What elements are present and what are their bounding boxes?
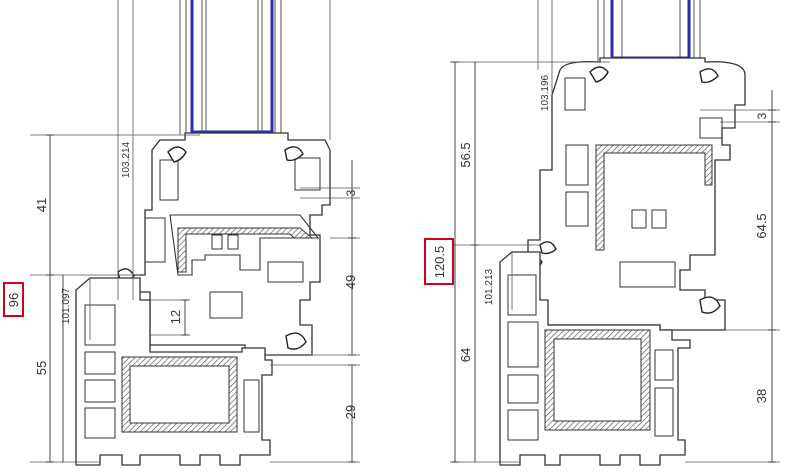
right-bottom-height: 38: [754, 389, 769, 403]
left-bottom-height: 29: [343, 405, 358, 419]
right-reference-lines: [511, 0, 553, 310]
right-section: 56.5 64 103.196 101.213 3 64.5 38 120.5: [424, 0, 780, 466]
right-rebate-gap: 3: [755, 112, 769, 119]
left-sash-chambers: [144, 157, 321, 319]
right-sash-height: 64.5: [754, 213, 769, 238]
right-profile-code-lower: 101.213: [484, 268, 495, 305]
right-dimension-ticks: [451, 61, 776, 463]
left-total-highlight-box: [3, 282, 24, 317]
left-frame-chambers: [84, 304, 260, 439]
left-dimension-ticks: [46, 134, 356, 463]
left-glass-unit: [179, 0, 282, 135]
right-frame-chambers: [507, 274, 674, 441]
left-sash-inner: [169, 214, 320, 276]
right-glass-pane-outline: [610, 0, 691, 60]
right-reinforcement-steel: [595, 144, 713, 251]
right-total-height: 120.5: [432, 246, 447, 279]
right-lower-height: 64: [458, 348, 473, 362]
left-profile-code-upper: 103.214: [121, 141, 132, 178]
right-frame-steel-inner: [553, 338, 642, 422]
right-glass-unit: [597, 0, 701, 62]
left-sash-height: 49: [343, 275, 358, 289]
left-profile-code-lower: 101.097: [61, 287, 72, 324]
right-dimension-lines: [454, 62, 773, 462]
right-extension-lines: [450, 61, 780, 463]
right-total-highlight-box: [424, 238, 454, 285]
left-glass-pane-outline: [190, 0, 274, 135]
right-upper-height: 56.5: [458, 142, 473, 167]
left-sash-profile: [131, 132, 331, 356]
left-section: 41 55 103.214 101.097 3 49 12 29 96: [3, 0, 360, 466]
left-reference-lines: [89, 0, 331, 340]
left-total-height: 96: [6, 293, 21, 307]
left-lower-height: 55: [34, 361, 49, 375]
left-reinforcement-steel: [177, 227, 314, 273]
left-dimension-lines: [49, 135, 353, 462]
left-overlap: 12: [168, 310, 183, 324]
right-sash-profile: [527, 57, 746, 331]
left-frame-steel-inner: [129, 365, 230, 424]
left-upper-height: 41: [34, 198, 49, 212]
left-rebate-gap: 3: [344, 189, 358, 196]
right-sash-chambers: [564, 77, 723, 288]
right-profile-code-upper: 103.196: [540, 74, 551, 111]
